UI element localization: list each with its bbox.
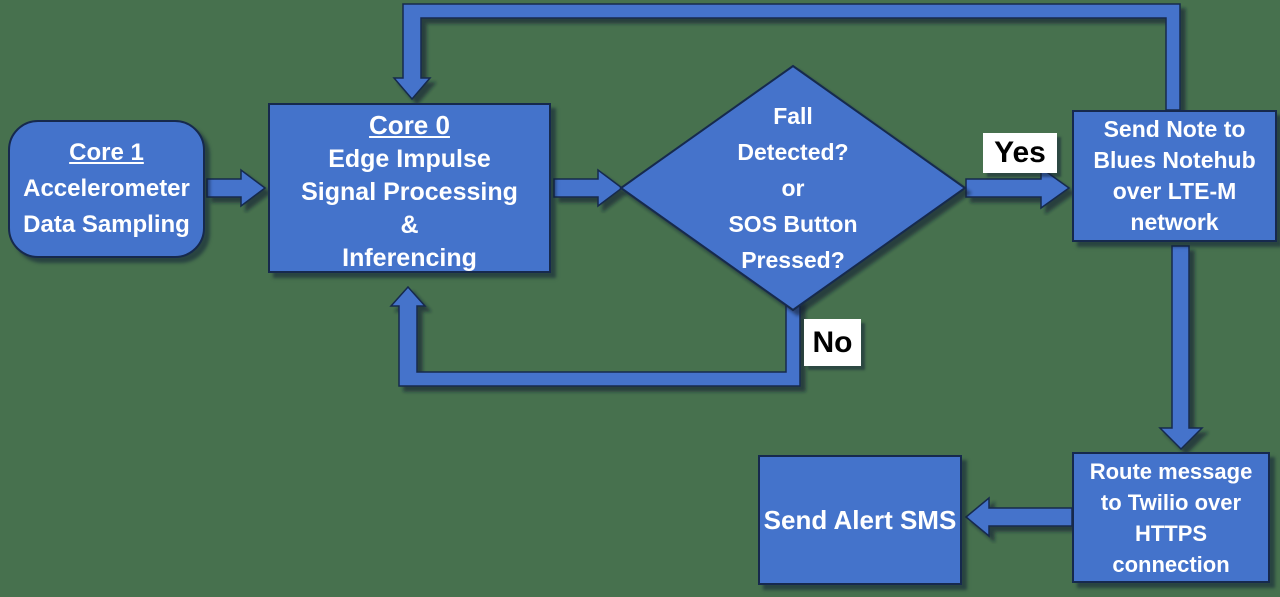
decision-line: Fall xyxy=(773,103,813,129)
node-send-note-line: network xyxy=(1130,209,1219,235)
node-route-message-line: Route message xyxy=(1089,459,1253,484)
node-send-note-line: Send Note to xyxy=(1103,116,1246,142)
arrow-core1-to-core0 xyxy=(206,168,267,208)
node-core0-line: Inferencing xyxy=(342,244,477,272)
arrow-send-note-to-route xyxy=(1158,245,1204,451)
node-route-message-line: HTTPS xyxy=(1134,521,1208,546)
arrow-decision-to-send-note xyxy=(965,166,1071,210)
decision-line: Detected? xyxy=(737,139,849,165)
node-core1: Core 1 Accelerometer Data Sampling xyxy=(8,120,205,258)
node-route-message-line: connection xyxy=(1112,552,1230,577)
node-core0-line: & xyxy=(400,211,419,239)
node-route-message: Route message to Twilio over HTTPS conne… xyxy=(1072,452,1270,583)
node-send-note: Send Note to Blues Notehub over LTE-M ne… xyxy=(1072,110,1277,242)
node-send-sms: Send Alert SMS xyxy=(758,455,962,585)
decision-line: Pressed? xyxy=(741,247,845,273)
node-send-note-line: over LTE-M xyxy=(1112,178,1237,204)
node-core0-line: Edge Impulse xyxy=(328,145,491,173)
node-core1-line: Data Sampling xyxy=(23,211,190,238)
edge-label-no: No xyxy=(804,319,861,366)
feedback-loop-connector xyxy=(392,3,1181,111)
no-loop-connector xyxy=(389,285,801,387)
node-core0-title: Core 0 xyxy=(369,110,450,140)
decision-line: SOS Button xyxy=(728,211,858,237)
node-core1-line: Accelerometer xyxy=(23,175,190,202)
decision-node-text: Fall Detected? or SOS Button Pressed? xyxy=(653,98,933,278)
node-send-note-line: Blues Notehub xyxy=(1093,147,1256,173)
node-core1-title: Core 1 xyxy=(69,139,144,166)
node-core0-line: Signal Processing xyxy=(301,178,518,206)
decision-diamond xyxy=(619,64,967,312)
edge-label-yes: Yes xyxy=(983,133,1057,173)
node-core0: Core 0 Edge Impulse Signal Processing & … xyxy=(268,103,551,273)
decision-line: or xyxy=(781,175,805,201)
node-route-message-line: to Twilio over xyxy=(1100,490,1242,515)
arrow-route-to-sms xyxy=(964,496,1073,538)
arrow-core0-to-decision xyxy=(553,168,624,208)
